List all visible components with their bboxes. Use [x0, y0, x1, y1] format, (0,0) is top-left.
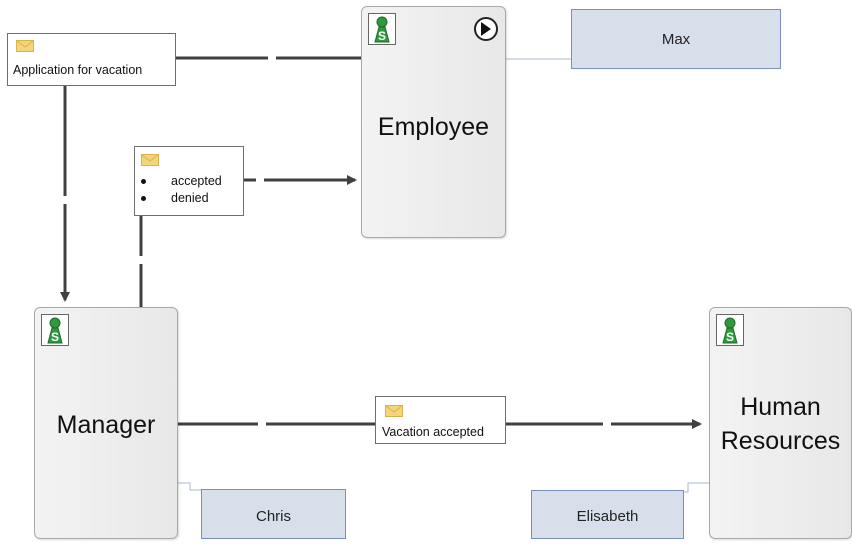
- envelope-icon: [385, 405, 403, 417]
- message-options: accepted denied: [135, 173, 222, 207]
- subject-human-resources[interactable]: S Human Resources: [709, 307, 852, 539]
- link-manager-chris: [176, 482, 201, 491]
- subject-name-line1: Human: [740, 393, 821, 421]
- option-label: denied: [171, 191, 209, 205]
- svg-text:S: S: [378, 29, 386, 43]
- line-gaps: [63, 56, 611, 426]
- person-name: Max: [661, 31, 691, 48]
- subject-name: Employee: [377, 113, 490, 141]
- person-max[interactable]: Max: [571, 9, 781, 69]
- option-item: accepted: [135, 173, 222, 190]
- subject-name: Manager: [56, 411, 156, 439]
- person-name: Chris: [255, 508, 291, 525]
- option-item: denied: [135, 190, 222, 207]
- envelope-icon: [141, 154, 159, 166]
- message-label: Application for vacation: [13, 63, 143, 77]
- subject-employee[interactable]: S Employee: [361, 6, 506, 238]
- envelope-icon: [16, 40, 34, 52]
- person-name: Elisabeth: [576, 508, 639, 525]
- subject-icon: S: [368, 13, 396, 45]
- subject-icon: S: [716, 314, 744, 346]
- message-vacation-accepted[interactable]: Vacation accepted: [375, 396, 506, 444]
- bullet-icon: [141, 179, 146, 184]
- subject-name-line2: Resources: [720, 427, 841, 455]
- message-application-for-vacation[interactable]: Application for vacation: [7, 33, 176, 86]
- subject-icon: S: [41, 314, 69, 346]
- person-chris[interactable]: Chris: [201, 489, 346, 539]
- message-decision[interactable]: accepted denied: [134, 146, 244, 216]
- option-label: accepted: [171, 174, 222, 188]
- svg-text:S: S: [726, 330, 734, 344]
- svg-text:S: S: [51, 330, 59, 344]
- person-elisabeth[interactable]: Elisabeth: [531, 490, 684, 539]
- bullet-icon: [141, 196, 146, 201]
- start-icon[interactable]: [474, 17, 498, 41]
- message-label: Vacation accepted: [382, 425, 484, 439]
- subject-manager[interactable]: S Manager: [34, 307, 178, 539]
- link-hr-elisabeth: [684, 482, 709, 493]
